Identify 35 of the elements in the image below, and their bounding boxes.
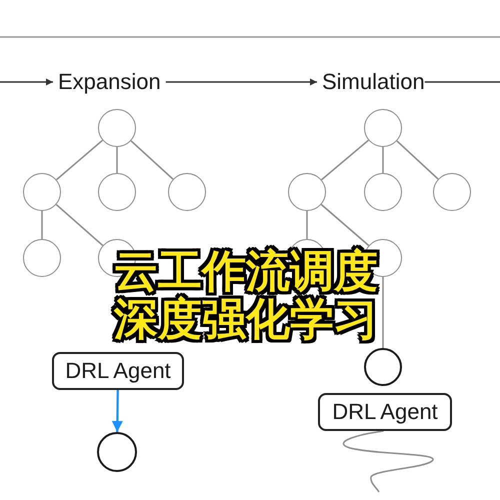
stage-label: Simulation [322,69,425,95]
tree-edge [41,211,43,239]
tree-node-circle [364,109,402,147]
agent-label: DRL Agent [332,399,438,425]
tree-edge [320,204,370,246]
tree-node-circle [23,239,61,277]
tree-node-circle [23,173,61,211]
agent-box [52,352,184,390]
overlay-title: 深度强化学习 [114,296,378,344]
tree-node-circle [288,173,326,211]
overlay-title: 云工作流调度 [114,248,378,296]
state-circle [364,348,402,386]
tree-edge [306,211,308,239]
tree-edge [130,140,174,180]
tree-edge [116,147,118,173]
arrow [112,390,123,432]
tree-node-circle [433,173,471,211]
tree-node-circle [168,173,206,211]
tree-edge [56,140,103,180]
arrow [166,78,317,86]
tree-edge [382,147,384,173]
tree-edge [396,140,439,180]
agent-box [318,393,452,431]
tree-edge [321,140,369,180]
stage-label: Expansion [58,69,161,95]
connector-line [424,81,500,83]
tree-node-circle [98,173,136,211]
squiggle-line [343,430,434,492]
arrow [0,78,53,86]
tree-edge [382,277,384,348]
state-circle [97,432,137,472]
tree-node-circle [98,109,136,147]
agent-label: DRL Agent [65,358,171,384]
tree-edge [56,204,104,246]
tree-node-circle [364,173,402,211]
